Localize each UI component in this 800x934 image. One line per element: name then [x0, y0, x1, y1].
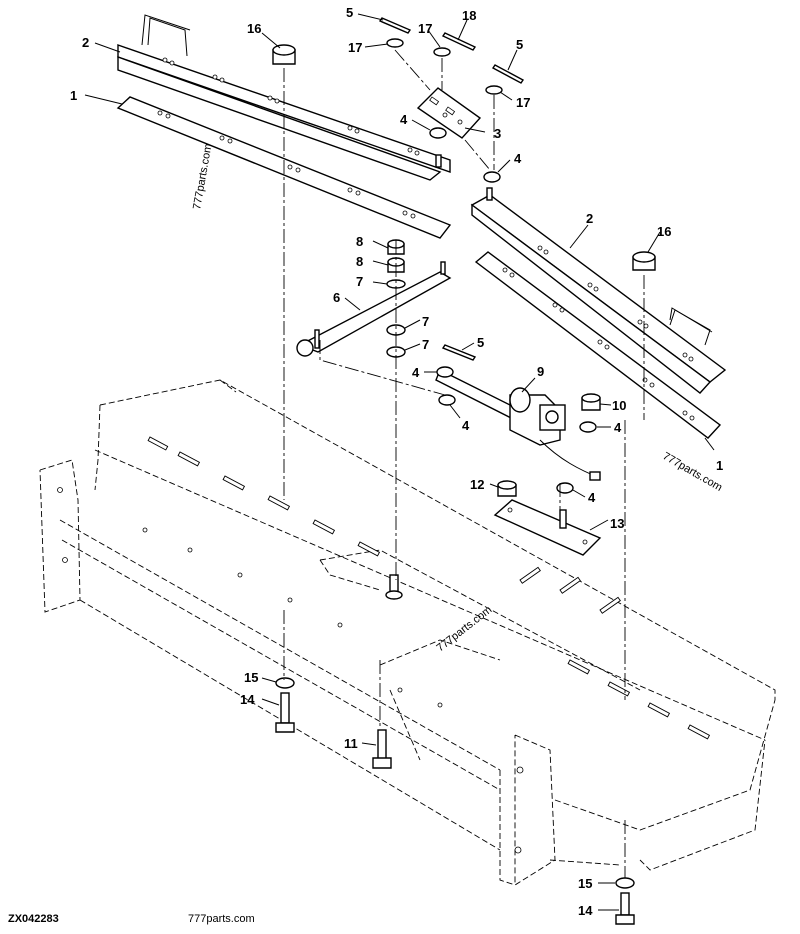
callout-4-d: 4	[462, 418, 470, 433]
callout-8-b: 8	[356, 254, 363, 269]
watermark-center: 777parts.com	[434, 604, 494, 654]
washer-4-c	[436, 366, 454, 378]
callout-1-left: 1	[70, 88, 77, 103]
callout-17-c: 17	[516, 95, 530, 110]
washer-4-a	[429, 127, 447, 139]
washer-15-b	[615, 877, 635, 889]
callout-13: 13	[610, 516, 624, 531]
callout-4-f: 4	[588, 490, 596, 505]
rail-right	[470, 187, 727, 394]
washer-17-c	[485, 85, 503, 95]
leader-lines	[84, 13, 715, 911]
plate-13	[493, 499, 602, 556]
callout-4-e: 4	[614, 420, 622, 435]
washer-4-b	[483, 171, 501, 183]
nut-10	[581, 393, 601, 411]
callout-14-b: 14	[578, 903, 593, 918]
strip-right	[474, 251, 722, 439]
callout-5-a: 5	[346, 5, 353, 20]
actuator-9	[435, 369, 601, 481]
hardware	[272, 17, 656, 925]
washer-17-a	[386, 38, 404, 48]
washer-17-b	[433, 47, 451, 57]
callout-labels: 1 1 2 2 3 4 4 4 4 4 4 5 5 5 6 7 7 7 8 8 …	[70, 5, 723, 918]
nut-16-left	[272, 44, 296, 65]
callout-10: 10	[612, 398, 626, 413]
plate-6	[296, 261, 452, 357]
callout-7-a: 7	[356, 274, 363, 289]
pin-5-a	[378, 17, 412, 34]
footer: ZX042283 777parts.com	[8, 913, 255, 925]
callout-8-a: 8	[356, 234, 363, 249]
callout-4-c: 4	[412, 365, 420, 380]
callout-7-c: 7	[422, 337, 429, 352]
deck-stud	[385, 574, 403, 600]
callout-4-b: 4	[514, 151, 522, 166]
callout-14-a: 14	[240, 692, 255, 707]
washer-4-d	[438, 394, 456, 406]
callout-5-b: 5	[516, 37, 523, 52]
footer-site: 777parts.com	[188, 913, 255, 925]
callout-11: 11	[344, 736, 358, 751]
watermark-right: 777parts.com	[661, 450, 725, 494]
callout-2-left: 2	[82, 35, 89, 50]
callout-2-right: 2	[586, 211, 593, 226]
callout-9: 9	[537, 364, 544, 379]
pin-18	[441, 32, 477, 51]
callout-6: 6	[333, 290, 340, 305]
nut-16-right	[632, 251, 656, 271]
frame-slots	[57, 436, 711, 854]
washer-4-f	[556, 482, 574, 494]
pin-5-b	[491, 64, 525, 84]
callout-16-right: 16	[657, 224, 671, 239]
bolt-14-a	[275, 692, 295, 733]
pin-5-c	[441, 344, 477, 361]
callout-16-left: 16	[247, 21, 261, 36]
washer-4-e	[579, 421, 597, 433]
callout-3: 3	[494, 126, 501, 141]
callout-1-right: 1	[716, 458, 723, 473]
callout-12: 12	[470, 477, 484, 492]
callout-18: 18	[462, 8, 476, 23]
diagram-id: ZX042283	[8, 913, 59, 925]
bolt-14-b	[615, 892, 635, 925]
washer-15-a	[275, 677, 295, 689]
callout-5-c: 5	[477, 335, 484, 350]
callout-4-a: 4	[400, 112, 408, 127]
callout-15-a: 15	[244, 670, 258, 685]
nut-12	[497, 480, 517, 497]
center-lines	[283, 49, 645, 878]
callout-17-a: 17	[348, 40, 362, 55]
callout-7-b: 7	[422, 314, 429, 329]
callout-15-b: 15	[578, 876, 592, 891]
callout-17-b: 17	[418, 21, 432, 36]
watermark-left: 777parts.com	[191, 143, 214, 211]
bracket-3	[416, 87, 482, 139]
bolt-11	[372, 729, 392, 769]
